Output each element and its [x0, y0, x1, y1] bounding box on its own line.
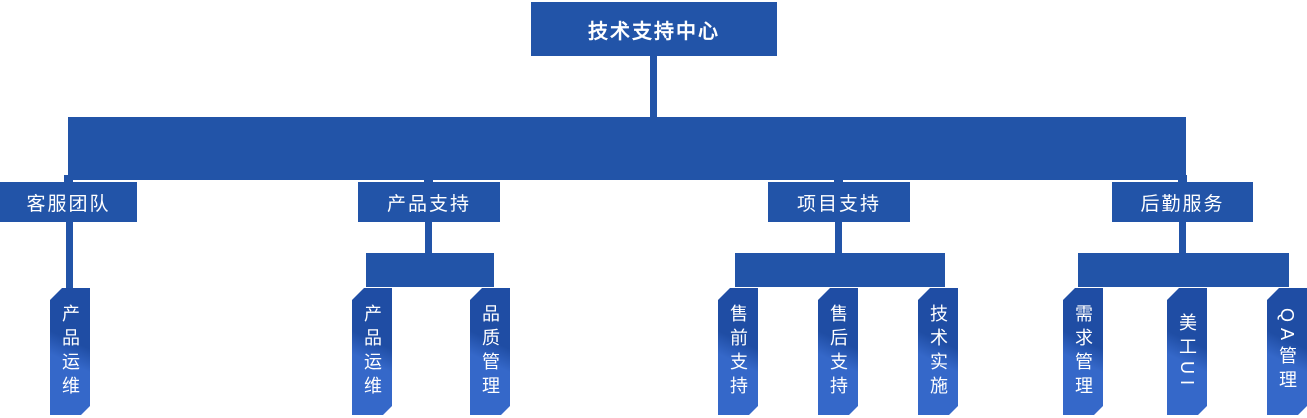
node-tech-implementation: 技术实施: [918, 288, 958, 415]
node-product-ops-1: 产品运维: [50, 288, 90, 415]
node-qa-management: QA管理: [1267, 288, 1307, 415]
node-label: 产品运维: [60, 303, 80, 400]
node-label: 后勤服务: [1140, 193, 1225, 215]
node-label: 美工UI: [1177, 312, 1197, 391]
node-logistics-service: 后勤服务: [1112, 182, 1253, 222]
node-quality-management: 品质管理: [470, 288, 510, 415]
level2-connector-band: [68, 117, 1186, 180]
connector-notch-product-support: [424, 175, 433, 183]
drop-line-logistics-service: [1179, 222, 1186, 254]
node-label: QA管理: [1277, 308, 1297, 395]
subbar-product-support: [366, 253, 494, 287]
connector-notch-project-support: [834, 175, 843, 183]
node-label: 产品运维: [362, 303, 382, 400]
node-label: 技术支持中心: [588, 20, 720, 43]
subbar-project-support: [735, 253, 945, 287]
connector-notch-logistics-service: [1178, 175, 1187, 183]
node-label: 项目支持: [796, 193, 881, 215]
connector-notch-customer-service: [64, 175, 73, 183]
node-project-support: 项目支持: [768, 182, 910, 222]
node-label: 客服团队: [26, 193, 111, 215]
node-label: 售后支持: [828, 303, 848, 400]
node-presales-support: 售前支持: [718, 288, 758, 415]
node-label: 品质管理: [480, 303, 500, 400]
node-product-ops-2: 产品运维: [352, 288, 392, 415]
subbar-logistics-service: [1078, 253, 1289, 287]
node-aftersales-support: 售后支持: [818, 288, 858, 415]
node-label: 需求管理: [1073, 303, 1093, 400]
root-connector-line: [650, 56, 657, 118]
node-product-support: 产品支持: [358, 182, 500, 222]
node-requirements-management: 需求管理: [1063, 288, 1103, 415]
node-label: 技术实施: [928, 303, 948, 400]
drop-line-project-support: [835, 222, 842, 254]
node-label: 产品支持: [386, 193, 471, 215]
node-tech-support-center: 技术支持中心: [531, 2, 777, 56]
node-label: 售前支持: [728, 303, 748, 400]
node-ui-design: 美工UI: [1167, 288, 1207, 415]
drop-line-customer-service: [66, 222, 73, 289]
node-customer-service-team: 客服团队: [0, 182, 137, 222]
drop-line-product-support: [425, 222, 432, 254]
